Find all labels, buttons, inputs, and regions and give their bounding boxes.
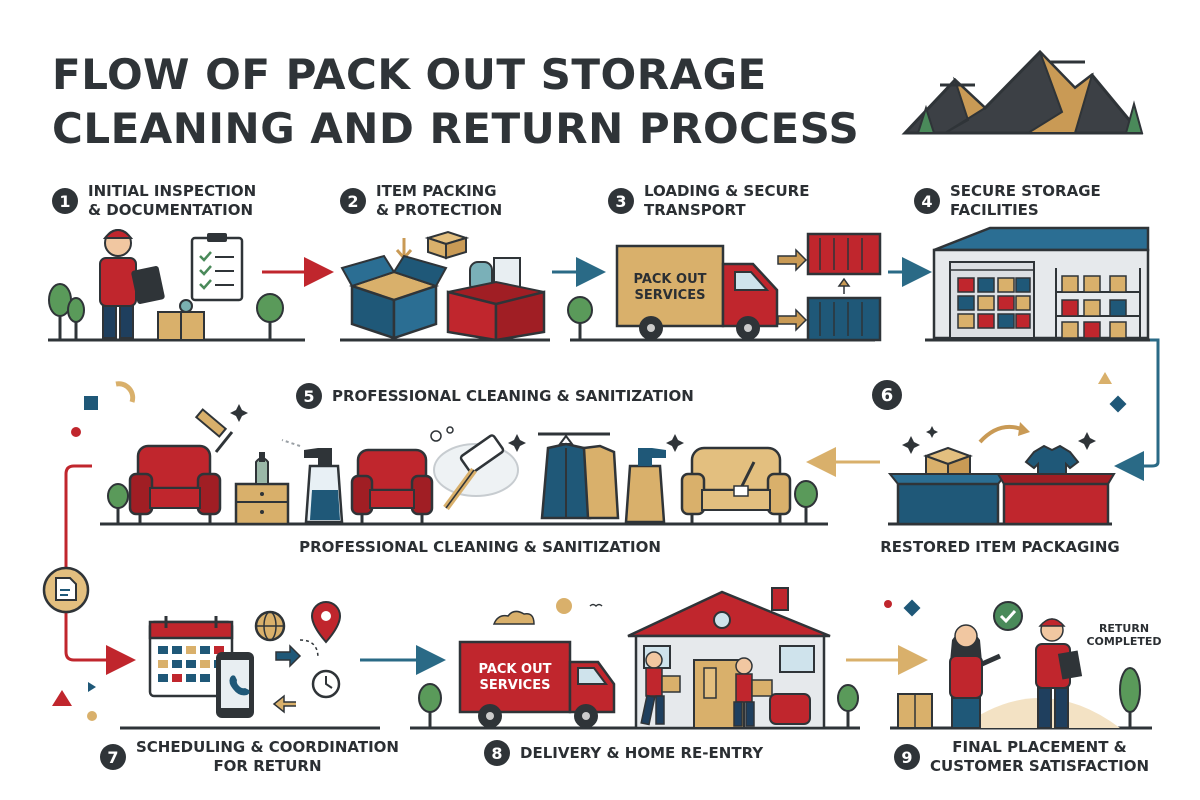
- packing-scene: [340, 230, 546, 342]
- tree-icon: [567, 296, 593, 340]
- transport-scene: [567, 232, 882, 342]
- truck-icon: [615, 244, 779, 340]
- person-icon: [733, 657, 773, 727]
- box-icon: [157, 299, 205, 341]
- step-number: 9: [894, 744, 920, 770]
- location-pin-icon: [310, 601, 342, 644]
- armchair-icon: [350, 448, 434, 524]
- page-title: FLOW OF PACK OUT STORAGE CLEANING AND RE…: [52, 48, 859, 156]
- delivery-truck-label-top: PACK OUT: [478, 662, 551, 677]
- tree-icon: [794, 480, 818, 524]
- nightstand-icon: [234, 452, 290, 526]
- cleaning-scene: [107, 404, 818, 526]
- cleaning-brush-icon: [430, 426, 526, 511]
- step-number: 4: [914, 188, 940, 214]
- person-icon: [99, 229, 165, 339]
- decor-square: [84, 396, 98, 410]
- truck-icon: [458, 640, 616, 728]
- spray-bottle-icon: [281, 439, 344, 524]
- phone-icon: [216, 652, 254, 718]
- tree-icon: [48, 283, 85, 340]
- person-icon: [949, 624, 1002, 729]
- delivery-truck-label-bottom: SERVICES: [480, 678, 551, 693]
- box-icon: [887, 473, 1009, 526]
- tree-icon: [256, 293, 284, 340]
- truck-label-bottom: SERVICES: [635, 288, 706, 303]
- box-icon: [996, 473, 1116, 526]
- return-completed-line1: RETURN: [1099, 622, 1149, 635]
- sofa-icon: [680, 446, 792, 524]
- clipboard-icon: [190, 233, 244, 302]
- restored-packaging-scene: [887, 422, 1116, 526]
- step-9-label: 9 FINAL PLACEMENT &CUSTOMER SATISFACTION: [894, 738, 1149, 776]
- person-icon: [640, 651, 681, 726]
- box-icon: [424, 230, 470, 260]
- step-number: 1: [52, 188, 78, 214]
- warehouse-icon: [932, 226, 1150, 340]
- step-6-label: 6: [872, 380, 912, 410]
- tree-icon: [837, 684, 859, 728]
- step-8-label: 8 DELIVERY & HOME RE-ENTRY: [484, 740, 763, 766]
- scheduling-scene: [148, 601, 342, 718]
- step-2-label: 2 ITEM PACKING& PROTECTION: [340, 182, 502, 220]
- delivery-scene: [418, 587, 859, 730]
- title-line-1: FLOW OF PACK OUT STORAGE: [52, 50, 767, 99]
- globe-icon: [254, 610, 286, 642]
- step-number: 6: [872, 380, 902, 410]
- mountain-icon: [901, 49, 1144, 135]
- calendar-icon: [148, 616, 234, 698]
- restored-caption: RESTORED ITEM PACKAGING: [880, 538, 1120, 556]
- satisfaction-scene: RETURN COMPLETED: [884, 599, 1162, 729]
- squeegee-icon: [194, 404, 248, 453]
- clock-icon: [311, 669, 341, 699]
- return-completed-line2: COMPLETED: [1086, 635, 1161, 648]
- step-5-label: 5 PROFESSIONAL CLEANING & SANITIZATION: [296, 383, 694, 409]
- document-badge-icon: [42, 566, 90, 614]
- tree-icon: [1119, 667, 1141, 728]
- step-number: 3: [608, 188, 634, 214]
- cleaning-caption: PROFESSIONAL CLEANING & SANITIZATION: [299, 538, 661, 556]
- step-number: 7: [100, 744, 126, 770]
- step-1-label: 1 INITIAL INSPECTION& DOCUMENTATION: [52, 182, 256, 220]
- person-icon: [1035, 618, 1083, 729]
- container-icon: [806, 232, 882, 276]
- box-icon: [897, 693, 933, 729]
- jacket-icon: [538, 432, 620, 520]
- inspector-scene: [48, 229, 284, 341]
- tree-icon: [418, 683, 442, 728]
- step-number: 8: [484, 740, 510, 766]
- step-number: 5: [296, 383, 322, 409]
- house-icon: [627, 587, 831, 730]
- box-icon: [446, 257, 546, 342]
- check-icon: [993, 601, 1023, 631]
- flow-connector: [1114, 338, 1160, 481]
- spray-bottle-icon: [624, 434, 684, 524]
- step-number: 2: [340, 188, 366, 214]
- container-icon: [806, 296, 882, 342]
- tree-icon: [107, 483, 129, 524]
- truck-label-top: PACK OUT: [633, 272, 706, 287]
- armchair-icon: [128, 444, 222, 524]
- title-line-2: CLEANING AND RETURN PROCESS: [52, 104, 860, 153]
- box-icon: [340, 254, 448, 340]
- flow-connector: [64, 464, 136, 675]
